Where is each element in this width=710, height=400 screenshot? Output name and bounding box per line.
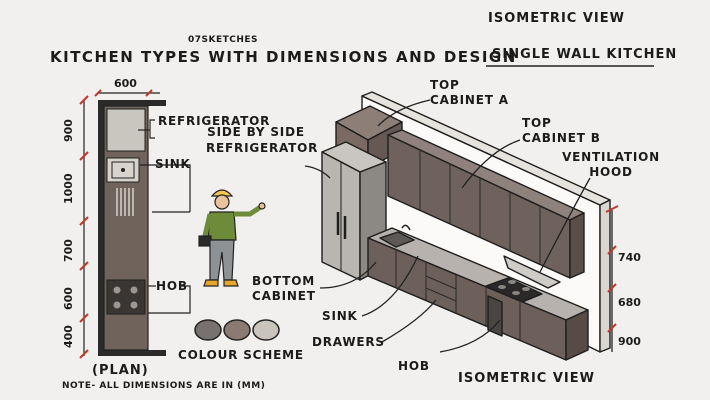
plan-dim-3: 700	[62, 239, 75, 262]
dimensions-note: NOTE- ALL DIMENSIONS ARE IN (MM)	[62, 381, 266, 391]
worker-figure	[198, 189, 266, 287]
plan-dim-2: 1000	[62, 173, 75, 204]
plan-caption: (PLAN)	[92, 363, 149, 378]
plan-dim-1: 900	[62, 119, 75, 142]
colour-swatches	[194, 319, 280, 341]
plan-top-dim: 600	[114, 77, 137, 90]
iso-dim-3: 900	[618, 335, 641, 348]
isometric-caption: ISOMETRIC VIEW	[458, 371, 595, 386]
isometric-kitchen	[321, 91, 611, 361]
ventilation-hood	[503, 255, 561, 289]
plan-dim-5: 400	[62, 325, 75, 348]
label-bottom-cabinet: BOTTOM CABINET	[252, 274, 316, 303]
colour-scheme-label: COLOUR SCHEME	[178, 348, 304, 362]
plan-dim-4: 600	[62, 287, 75, 310]
plan-label-sink: SINK	[155, 157, 191, 171]
label-iso-sink: SINK	[322, 309, 358, 323]
iso-leaders	[304, 99, 619, 353]
view-title: ISOMETRIC VIEW	[488, 11, 625, 26]
swatch-light-grey	[252, 319, 280, 341]
plan-label-refrigerator: REFRIGERATOR	[158, 114, 271, 128]
label-top-cabinet-b: TOP CABINET B	[522, 116, 601, 145]
label-iso-hob: HOB	[398, 359, 430, 373]
swatch-taupe	[223, 319, 251, 341]
label-ventilation-hood: VENTILATION HOOD	[562, 150, 660, 179]
swatch-dark-grey	[194, 319, 222, 341]
iso-dim-1: 740	[618, 251, 641, 264]
plan-hob	[106, 279, 146, 315]
credit-text: 07SKETCHES	[188, 35, 259, 45]
label-drawers: DRAWERS	[312, 335, 385, 349]
label-side-by-side: SIDE BY SIDE REFRIGERATOR	[206, 125, 319, 155]
iso-dim-2: 680	[618, 296, 641, 309]
plan-label-hob: HOB	[156, 279, 188, 293]
plan-view	[79, 89, 191, 359]
kitchen-type: SINGLE WALL KITCHEN	[492, 47, 678, 62]
iso-sink	[379, 231, 415, 248]
page-title: KITCHEN TYPES WITH DIMENSIONS AND DESIGN	[50, 48, 517, 66]
label-top-cabinet-a: TOP CABINET A	[430, 78, 509, 107]
